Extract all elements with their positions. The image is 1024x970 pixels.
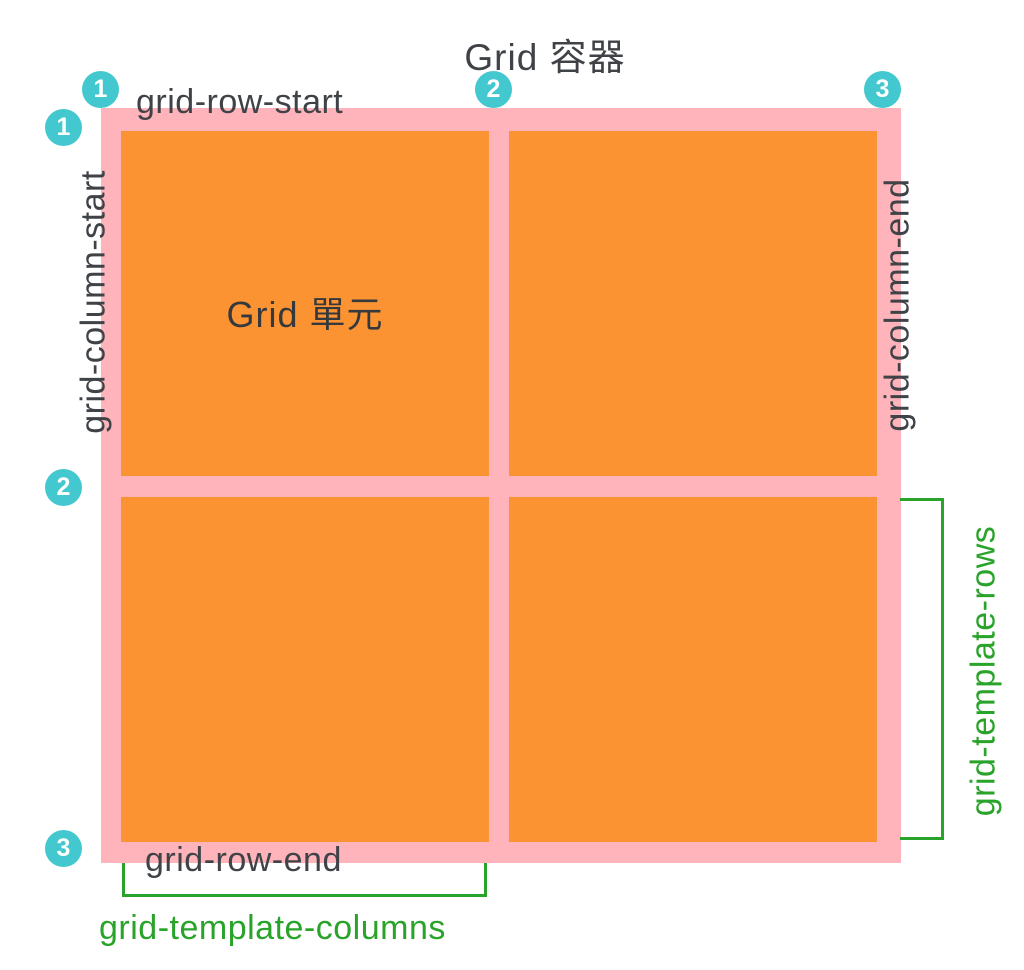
grid-cell-4 bbox=[509, 497, 877, 842]
column-line-number-3: 3 bbox=[864, 71, 901, 108]
column-line-number-1: 1 bbox=[82, 71, 119, 108]
label-grid-row-start: grid-row-start bbox=[136, 83, 344, 121]
column-line-number-2: 2 bbox=[475, 71, 512, 108]
row-line-number-2: 2 bbox=[45, 469, 82, 506]
row-line-number-1: 1 bbox=[45, 109, 82, 146]
label-grid-template-columns: grid-template-columns bbox=[99, 909, 446, 947]
grid-container: Grid 單元 bbox=[101, 108, 901, 863]
grid-cell-2 bbox=[509, 131, 877, 476]
label-grid-column-start: grid-column-start bbox=[74, 170, 113, 434]
grid-cell-label: Grid 單元 bbox=[226, 293, 384, 335]
label-grid-row-end: grid-row-end bbox=[145, 841, 342, 879]
diagram-title: Grid 容器 bbox=[464, 37, 626, 78]
bracket-template-columns bbox=[122, 863, 487, 897]
grid-cell-1: Grid 單元 bbox=[121, 131, 489, 476]
grid-cell-3 bbox=[121, 497, 489, 842]
row-line-number-3: 3 bbox=[45, 830, 82, 867]
label-grid-template-rows: grid-template-rows bbox=[964, 525, 1003, 817]
label-grid-column-end: grid-column-end bbox=[878, 178, 917, 432]
bracket-template-rows bbox=[900, 498, 944, 840]
